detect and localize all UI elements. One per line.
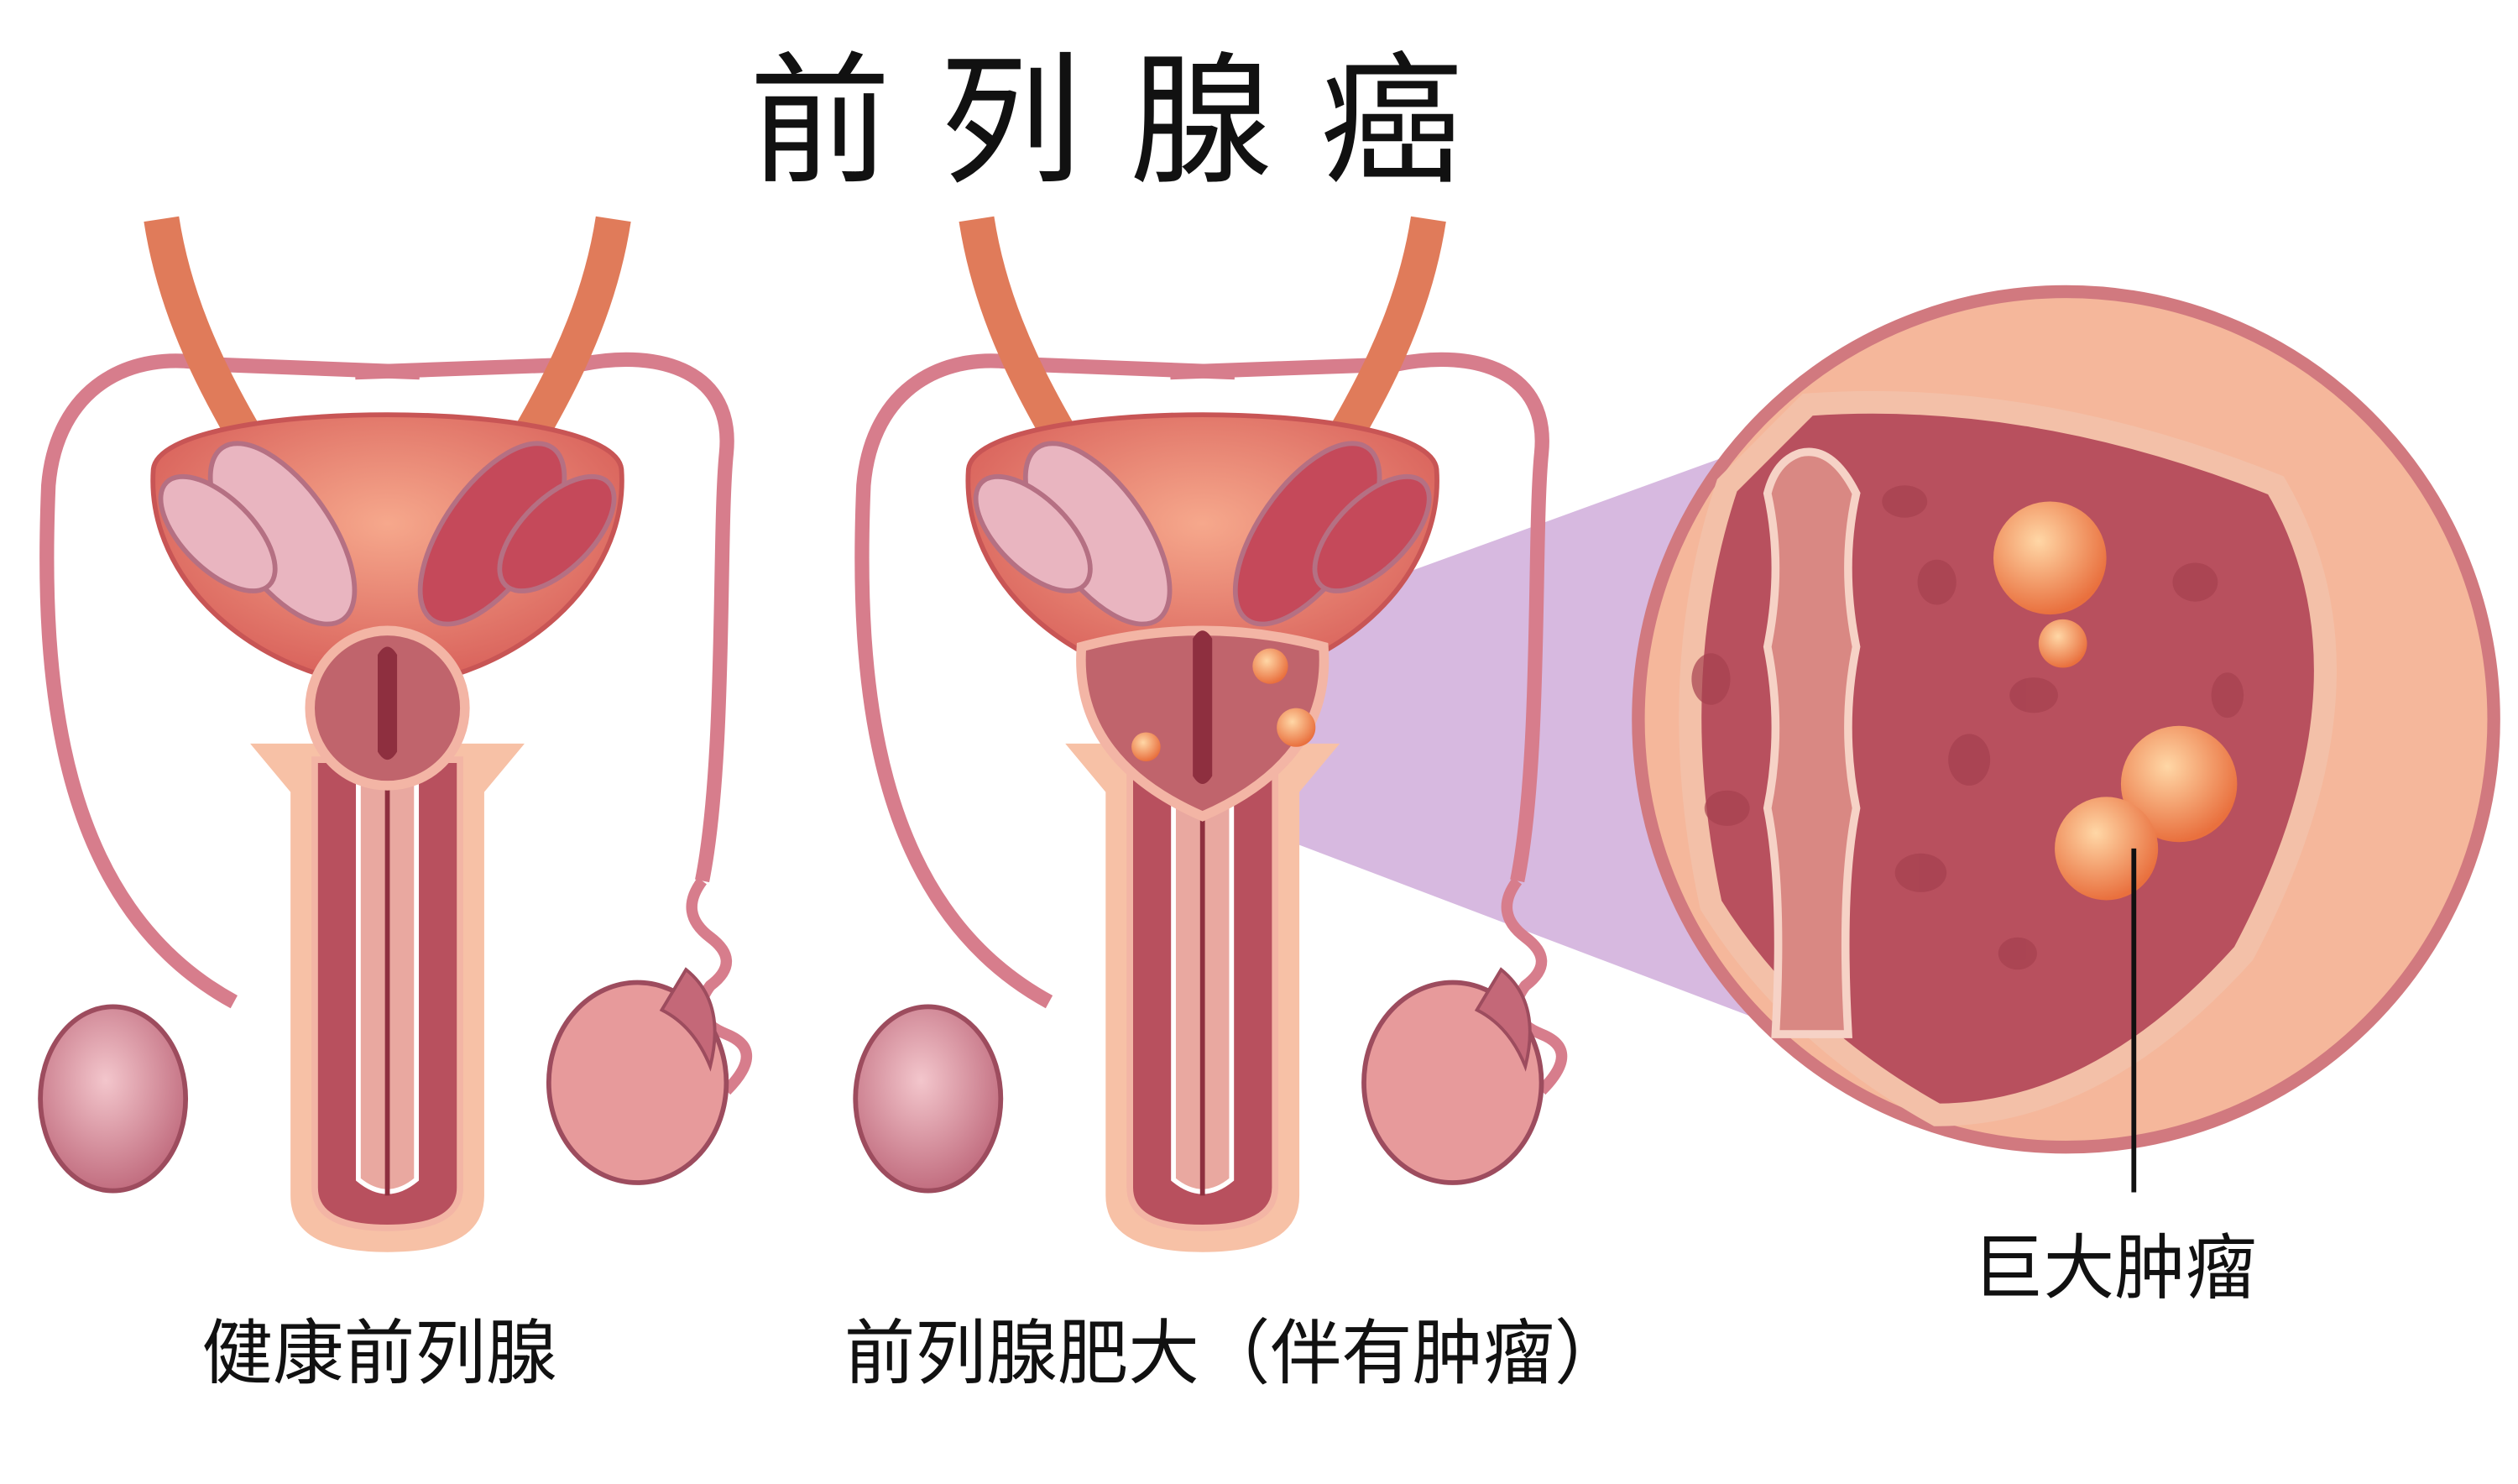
enlarged-prostate-illustration — [855, 219, 1561, 1252]
small-tumor — [1252, 648, 1288, 684]
large-tumor — [2120, 725, 2238, 843]
urethra-cross-section — [1763, 447, 1861, 1038]
tumor-label: 巨大肿瘤 — [1972, 1226, 2256, 1309]
magnified-view — [1632, 285, 2500, 1154]
healthy-prostate-label: 健康前列腺 — [201, 1312, 556, 1395]
large-tumor — [1993, 501, 2107, 615]
large-tumor — [2038, 619, 2087, 668]
diagram-title: 前列腺癌 — [749, 39, 1511, 204]
small-tumor — [1131, 732, 1161, 762]
small-tumor — [1277, 708, 1316, 747]
enlarged-prostate-label: 前列腺肥大（伴有肿瘤） — [844, 1312, 1626, 1395]
large-tumor — [2055, 797, 2159, 901]
healthy-prostate-illustration — [40, 219, 746, 1252]
